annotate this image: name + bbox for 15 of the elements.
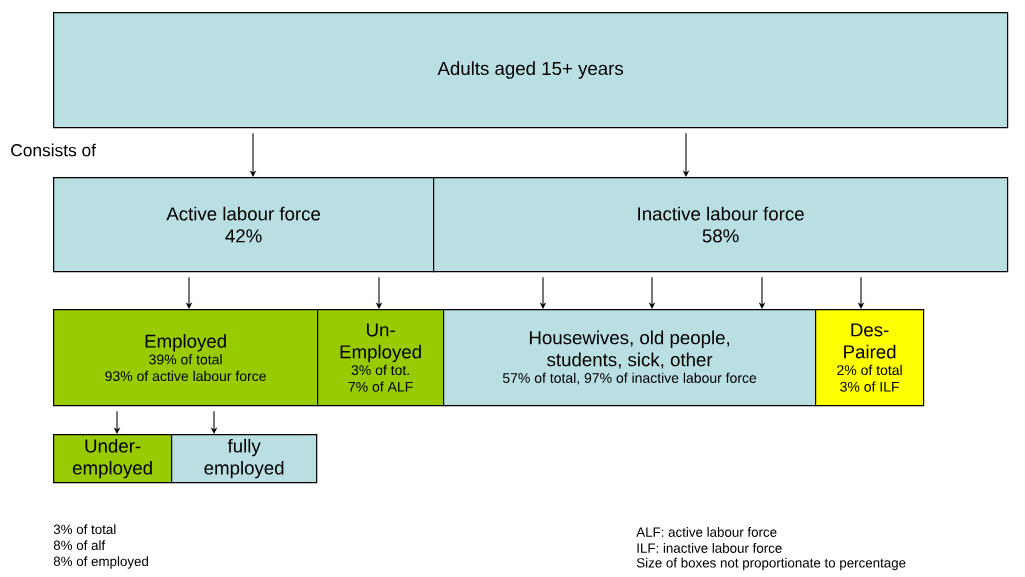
box: Un- Employed 3% of tot. 7% of ALF [317, 309, 445, 407]
box: Under- employed [53, 434, 173, 484]
box: fully employed [171, 434, 318, 484]
box: Des- Paired 2% of total 3% of ILF [815, 309, 925, 407]
box: Housewives, old people, students, sick, other 57% of total, 97% of inactive labour force [443, 309, 817, 407]
note: Consists of [11, 143, 96, 157]
box: Inactive labour force 58% [433, 177, 1009, 273]
note: Size of boxes not proportionate to percentage [636, 557, 906, 571]
note: ALF: active labour force [636, 527, 777, 537]
node-label: 8% of employed [53, 556, 148, 569]
note: ILF: inactive labour force [637, 543, 782, 553]
node-label: 8% of alf [53, 540, 106, 551]
box: Adults aged 15+ years [53, 12, 1009, 129]
node-label: 3% of total [53, 524, 116, 535]
box: Active labour force 42% [53, 177, 435, 273]
